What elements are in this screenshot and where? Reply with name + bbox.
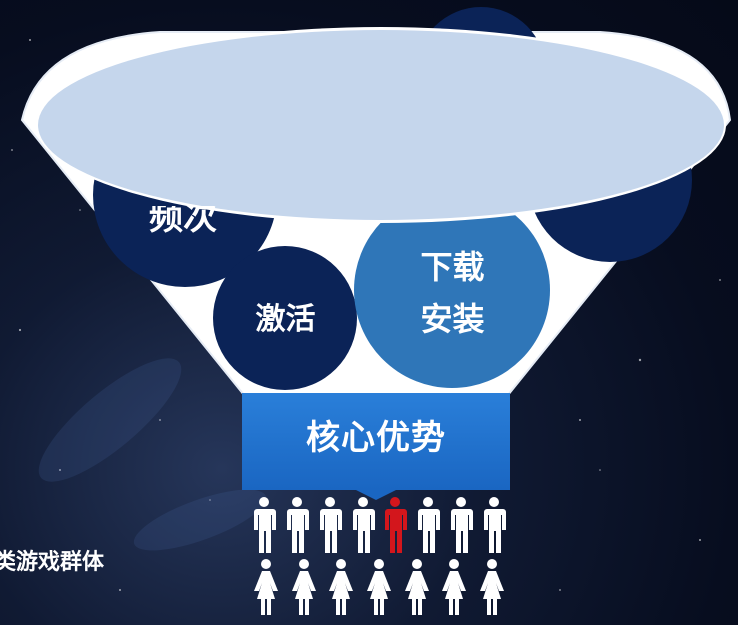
core-advantage-box (242, 393, 510, 490)
male-person-icon (385, 497, 408, 553)
female-person-icon (291, 559, 316, 615)
male-person-icon (286, 497, 309, 553)
bubble-frequency-label: 频次 (149, 198, 217, 238)
female-row (247, 558, 511, 616)
core-advantage-label: 核心优势 (306, 418, 446, 458)
funnel-top-inner (38, 30, 724, 220)
bubble-activation-label: 激活 (255, 302, 316, 337)
male-person-icon (254, 497, 276, 553)
male-person-icon (483, 497, 506, 553)
bubble-download-line2: 安装 (420, 300, 485, 338)
audience-group-label: 类游戏群体 (0, 550, 105, 575)
female-person-icon (479, 559, 504, 615)
male-person-icon (451, 497, 474, 553)
female-person-icon (366, 559, 391, 615)
female-person-icon (404, 559, 429, 615)
bubble-download-line1: 下载 (420, 248, 485, 286)
male-person-icon (352, 497, 375, 553)
male-person-icon (319, 497, 342, 553)
bubble-download-install (354, 192, 550, 388)
female-person-icon (254, 559, 278, 615)
female-person-icon (329, 559, 354, 615)
female-person-icon (442, 559, 467, 615)
male-row (247, 496, 511, 554)
audience-people-icons (247, 496, 511, 616)
male-person-icon (418, 497, 441, 553)
bubble-activation (213, 246, 357, 390)
